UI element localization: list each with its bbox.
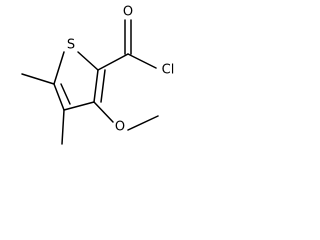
molecule-drawing: S O Cl O (21, 5, 175, 145)
bond-c2-carbonyl (97, 53, 129, 71)
bond-s-c2 (77, 51, 99, 71)
methoxy-oxygen-label: O (115, 120, 125, 135)
bond-c3-c4 (63, 101, 95, 111)
carbonyl-oxygen-label: O (123, 5, 133, 20)
bond-c2-c3 (93, 69, 99, 103)
bond-c2-c3-inner (100, 69, 106, 103)
bond-c4-c5-inner (60, 83, 71, 105)
bond-s-c5 (53, 51, 65, 85)
bond-methoxy-o-ch3 (127, 115, 159, 131)
bond-c5-methyl (21, 73, 55, 85)
structure-canvas: S O Cl O (0, 0, 186, 157)
bond-c3-methoxy-o (93, 101, 114, 123)
bond-c4-c5 (53, 83, 65, 111)
sulfur-atom-label: S (67, 38, 75, 53)
bond-carbonyl-cl (127, 53, 157, 69)
bond-c4-methyl (61, 109, 65, 145)
chlorine-atom-label: Cl (162, 63, 175, 78)
